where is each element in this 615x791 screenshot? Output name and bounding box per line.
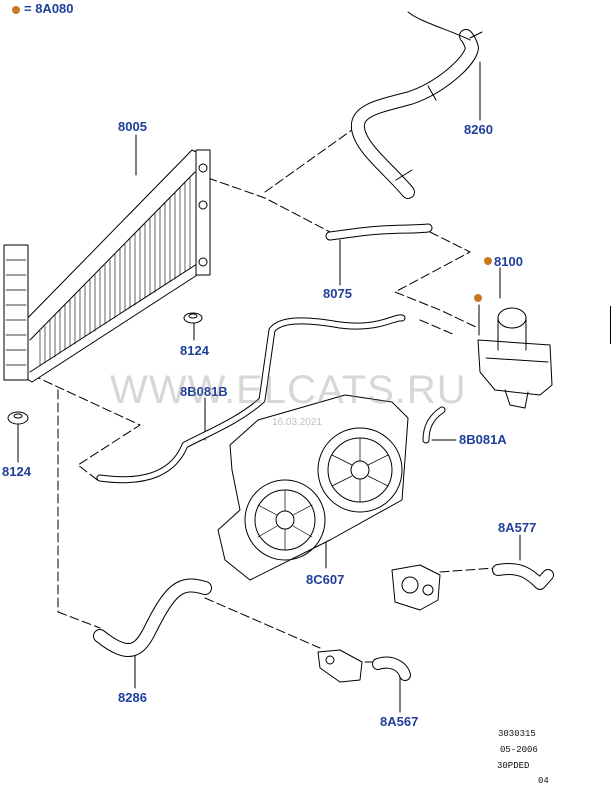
bypass-hose xyxy=(325,223,433,241)
outlet-pipe xyxy=(317,649,363,683)
marker-dot-icon xyxy=(474,294,482,302)
legend-text: = 8A080 xyxy=(24,1,74,16)
legend: = 8A080 xyxy=(12,1,74,16)
part-label-8B081B[interactable]: 8B081B xyxy=(180,384,228,399)
part-label-8005[interactable]: 8005 xyxy=(118,119,147,134)
drawing-code-2: 05-2006 xyxy=(500,745,538,755)
drawing-code-3: 30PDED xyxy=(497,761,530,771)
part-label-8B081A[interactable]: 8B081A xyxy=(459,432,507,447)
part-label-8A577[interactable]: 8A577 xyxy=(498,520,537,535)
radiator xyxy=(3,149,211,383)
marker-dot-icon xyxy=(12,5,20,14)
radiator-mounts xyxy=(7,312,203,425)
leader-lines xyxy=(17,61,521,713)
part-label-8075[interactable]: 8075 xyxy=(323,286,352,301)
part-label-8124-a[interactable]: 8124 xyxy=(180,343,209,358)
part-label-8A567[interactable]: 8A567 xyxy=(380,714,419,729)
lower-hose xyxy=(93,578,212,657)
hose-8a567 xyxy=(372,656,411,681)
drawing-code-1: 3030315 xyxy=(498,729,536,739)
drawing-code-4: 04 xyxy=(538,776,549,786)
watermark-date: 16.03.2021 xyxy=(272,417,323,428)
part-label-8286[interactable]: 8286 xyxy=(118,690,147,705)
fan-shroud xyxy=(217,394,409,581)
expansion-tank xyxy=(477,307,553,409)
part-label-8C607[interactable]: 8C607 xyxy=(306,572,345,587)
watermark-site: WWW.ELCATS.RU xyxy=(110,368,467,412)
long-hose xyxy=(96,314,406,484)
part-label-8260[interactable]: 8260 xyxy=(464,122,493,137)
marker-dot-icon xyxy=(484,257,492,265)
thermostat-housing xyxy=(391,564,441,611)
part-label-8100[interactable]: 8100 xyxy=(494,254,523,269)
part-label-8124-b[interactable]: 8124 xyxy=(2,464,31,479)
upper-hose xyxy=(351,11,483,199)
edge-marker xyxy=(610,306,611,344)
hose-8a577 xyxy=(492,563,554,590)
